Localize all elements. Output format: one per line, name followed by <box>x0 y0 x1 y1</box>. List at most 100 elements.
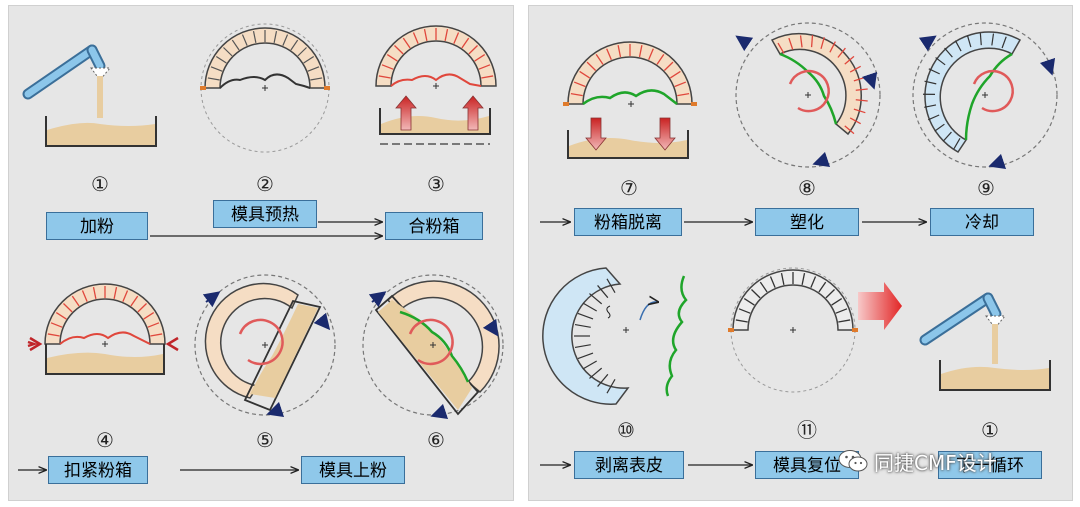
mold-rib <box>638 45 643 58</box>
mold-rib <box>780 273 785 286</box>
mold-rib <box>849 65 862 73</box>
mold-rib <box>810 35 814 48</box>
mold-rib <box>307 66 320 72</box>
mold-rib <box>606 48 612 61</box>
mold-rib <box>273 31 278 44</box>
mold-rib <box>928 68 940 75</box>
step2-number: ② <box>256 172 274 196</box>
mold-rib <box>606 278 616 293</box>
mold-rib <box>81 290 88 302</box>
mold-rib <box>122 290 129 302</box>
mold-rib <box>837 47 846 58</box>
step8-number: ⑧ <box>798 176 816 200</box>
mold-rib <box>735 319 748 323</box>
mold-rib <box>924 80 937 85</box>
step8-illustration <box>735 22 881 168</box>
step10-number: ⑩ <box>617 418 635 442</box>
mold-rib <box>444 29 449 42</box>
step6-illustration <box>362 274 504 420</box>
mold-rib <box>478 64 491 70</box>
mold-rib <box>582 302 597 312</box>
mold-rib <box>386 53 398 62</box>
mold-rib <box>663 61 674 71</box>
mold-rib <box>934 123 945 132</box>
mold-rib <box>412 32 419 44</box>
mold-rib <box>799 35 803 48</box>
mold-rib <box>953 138 961 149</box>
step3-label: 合粉箱 <box>385 212 483 240</box>
flow-arrows <box>18 222 926 470</box>
left-panel <box>8 5 514 501</box>
mold-rib <box>381 64 394 70</box>
mold-rib <box>777 42 785 54</box>
mold-rib <box>656 54 665 65</box>
mold-rib <box>573 81 586 88</box>
mold-rib <box>674 81 687 88</box>
mold-rib <box>788 37 794 50</box>
mold-rib <box>241 34 248 46</box>
mold-rib <box>1001 36 1007 49</box>
right-panel <box>528 5 1073 501</box>
mold-rib <box>595 54 604 65</box>
step1-illustration <box>22 44 157 147</box>
step7-label: 粉箱脱离 <box>574 208 682 236</box>
mold-rib <box>143 311 155 320</box>
step5-illustration <box>194 274 336 418</box>
step10-label: 剥离表皮 <box>574 451 684 479</box>
mold-rib <box>231 39 240 51</box>
mold-rib <box>738 308 751 314</box>
mold-rib <box>829 41 836 53</box>
mold-rib <box>586 61 597 71</box>
step7-illustration <box>563 41 697 159</box>
step4-label: 扣紧粉箱 <box>48 456 148 484</box>
mold-rib <box>617 45 622 58</box>
mold-rib <box>147 322 160 328</box>
mold-rib <box>589 367 603 379</box>
mold-rib <box>252 31 257 44</box>
mold-rib <box>835 308 848 314</box>
watermark-text: 同捷CMF设计 <box>874 450 997 475</box>
step8-label: 塑化 <box>755 208 859 236</box>
step6-label: 模具上粉 <box>301 456 405 484</box>
mold-rib <box>849 117 862 125</box>
mold-rib <box>297 47 307 57</box>
mold-rib <box>290 39 299 51</box>
mold-rib <box>844 55 855 65</box>
step3-illustration <box>375 25 497 145</box>
mold-rib <box>818 281 827 293</box>
mold-rib <box>137 303 147 313</box>
mold-rib <box>577 312 594 320</box>
mold-rib <box>855 99 868 102</box>
step10-illustration <box>542 267 688 405</box>
step5-number: ⑤ <box>256 428 274 452</box>
mold-rib <box>801 273 806 286</box>
mold-rib <box>927 114 940 121</box>
step3-number: ③ <box>427 172 445 196</box>
step9-number: ⑨ <box>977 176 995 200</box>
step4-number: ④ <box>96 428 114 452</box>
mold-rib <box>481 75 494 79</box>
step12-number: ① <box>981 418 999 442</box>
mold-rib <box>935 57 946 66</box>
mold-rib <box>47 333 60 337</box>
mold-rib <box>113 287 118 300</box>
mold-rib <box>743 297 755 306</box>
step11-number: ⑪ <box>797 418 817 442</box>
mold-rib <box>966 35 972 48</box>
mold-rib <box>669 70 681 79</box>
step4-illustration <box>27 283 179 375</box>
mold-rib <box>71 295 80 307</box>
mold-rib <box>223 47 233 57</box>
mold-rib <box>215 56 227 64</box>
step11-illustration <box>728 267 902 393</box>
mold-rib <box>648 48 654 61</box>
mold-rib <box>378 75 391 79</box>
step1-label: 加粉 <box>46 212 148 240</box>
mold-rib <box>825 289 835 299</box>
watermark: 同捷CMF设计 <box>838 446 997 476</box>
mold-rib <box>759 281 768 293</box>
mold-rib <box>50 322 63 328</box>
mold-rib <box>207 77 220 81</box>
